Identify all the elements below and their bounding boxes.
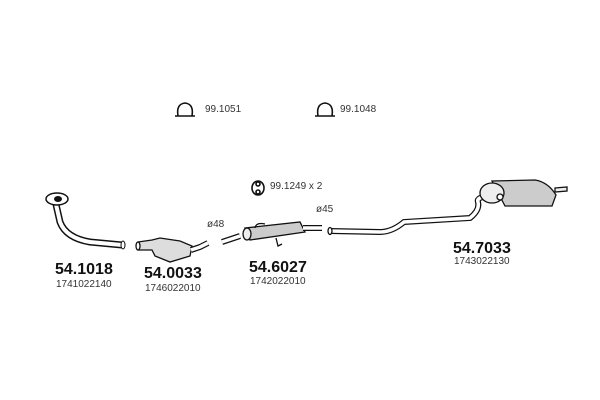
clamp-icon [175, 102, 195, 117]
clamp-icon [315, 102, 335, 117]
rubber-mount-code: 99.1249 x 2 [270, 181, 323, 192]
clamp-code: 99.1051 [205, 104, 242, 115]
part-number[interactable]: 54.7033 [453, 240, 511, 257]
oem-number: 1746022010 [145, 283, 201, 294]
oem-number: 1741022140 [56, 279, 112, 290]
part-number[interactable]: 54.1018 [55, 261, 113, 278]
part-number[interactable]: 54.6027 [249, 259, 307, 276]
part-number[interactable]: 54.0033 [144, 265, 202, 282]
front-pipe-drawing [45, 192, 126, 250]
oem-number: 1742022010 [250, 276, 306, 287]
clamp-code: 99.1048 [340, 104, 377, 115]
oem-number: 1743022130 [454, 256, 510, 267]
catalytic-converter-drawing [135, 237, 210, 263]
middle-silencer-drawing [221, 221, 322, 247]
rubber-mount-icon [251, 180, 265, 196]
diameter-label: ø48 [207, 219, 225, 230]
diameter-label: ø45 [316, 204, 334, 215]
rear-silencer-drawing [327, 179, 568, 236]
